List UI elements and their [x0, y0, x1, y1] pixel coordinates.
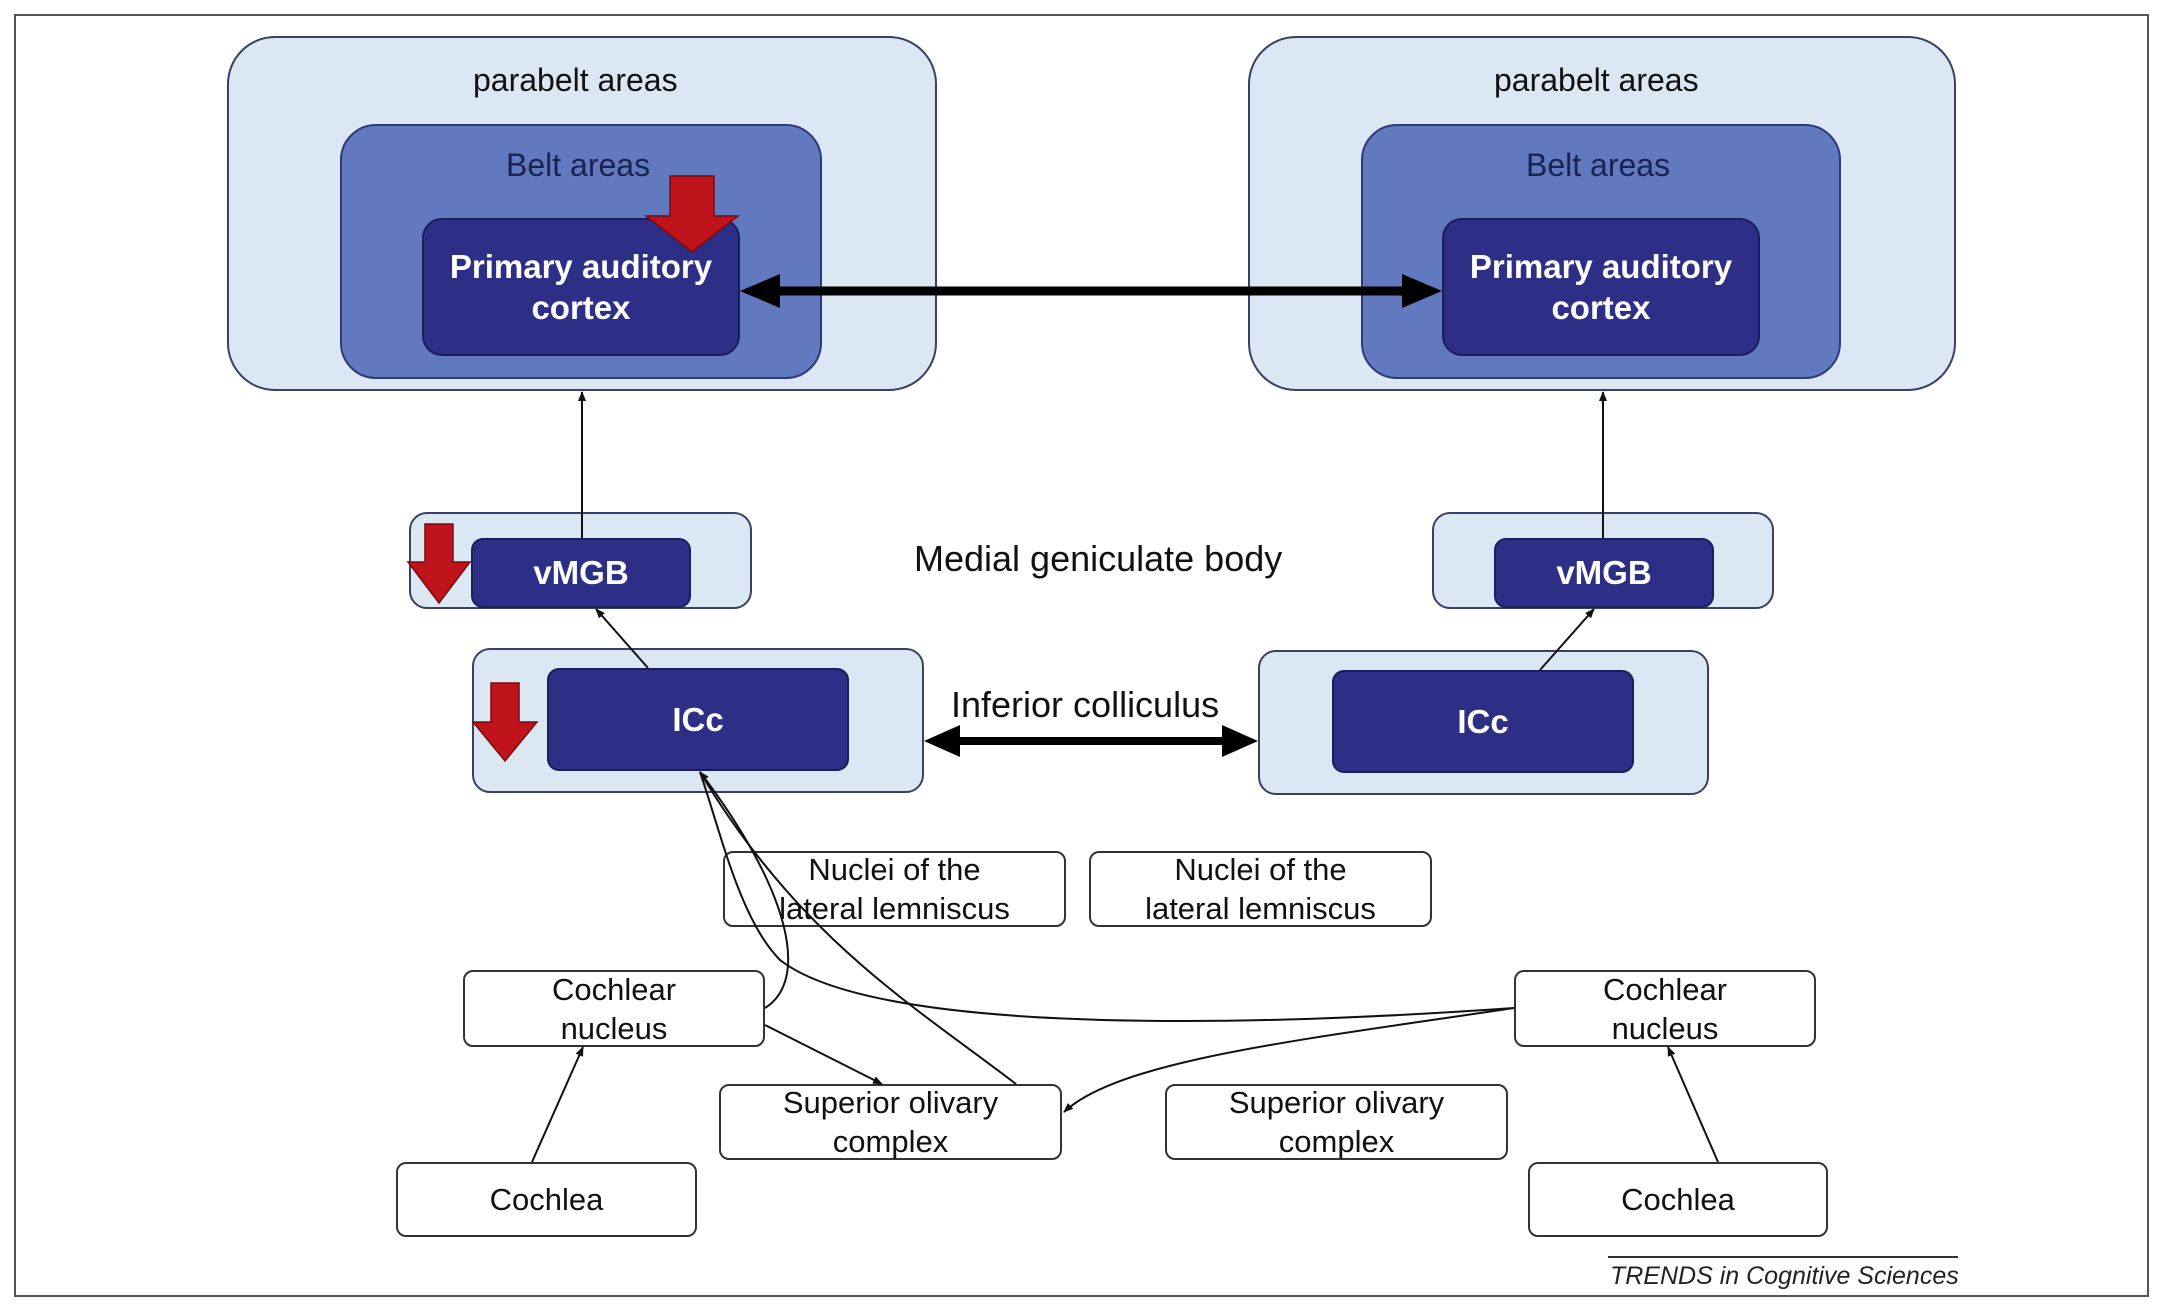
journal-credit: TRENDS in Cognitive Sciences — [1610, 1262, 1959, 1290]
left-primary-line2: cortex — [531, 289, 631, 326]
left-nll-line2: lateral lemniscus — [779, 891, 1010, 926]
left-vmgb: vMGB — [471, 538, 691, 608]
cortex-arrowhead-left — [740, 274, 780, 308]
red-down-arrow-icon — [471, 682, 539, 763]
left-soc-line1: Superior olivary — [782, 1085, 999, 1120]
right-primary-line1: Primary auditory — [1469, 248, 1733, 285]
medial-geniculate-body-label: Medial geniculate body — [914, 538, 1283, 579]
right-nll-line2: lateral lemniscus — [1145, 891, 1376, 926]
right-icc: ICc — [1332, 670, 1634, 773]
right-cn-to-left-soc-arrow — [1063, 1007, 1515, 1113]
right-nuclei-lateral-lemniscus: Nuclei of the lateral lemniscus — [1089, 851, 1432, 927]
right-cochlea-to-cn-arrow — [1667, 1046, 1719, 1163]
left-primary-line1: Primary auditory — [449, 248, 713, 285]
right-cochlea: Cochlea — [1528, 1162, 1828, 1237]
ic-arrowhead-left — [924, 725, 960, 757]
right-soc-line1: Superior olivary — [1228, 1085, 1445, 1120]
right-cn-to-left-icc-pathway — [699, 771, 1515, 1022]
left-cn-line1: Cochlear — [551, 971, 677, 1007]
right-vmgb: vMGB — [1494, 538, 1714, 608]
left-cn-line2: nucleus — [560, 1010, 668, 1046]
figure-frame — [14, 14, 2149, 1297]
right-belt-label: Belt areas — [1526, 147, 1671, 183]
left-cochlea: Cochlea — [396, 1162, 697, 1237]
credit-rule — [1608, 1256, 1958, 1258]
right-superior-olivary-complex: Superior olivary complex — [1165, 1084, 1508, 1160]
left-parabelt-label: parabelt areas — [473, 62, 678, 98]
right-nll-line1: Nuclei of the — [1174, 852, 1347, 887]
right-primary-auditory-cortex: Primary auditory cortex — [1442, 218, 1760, 356]
red-down-arrow-icon — [643, 175, 741, 253]
left-icc: ICc — [547, 668, 849, 771]
left-nll-line1: Nuclei of the — [808, 852, 981, 887]
right-cn-line2: nucleus — [1611, 1010, 1719, 1046]
right-primary-line2: cortex — [1551, 289, 1651, 326]
left-soc-line2: complex — [832, 1124, 949, 1159]
left-belt-label: Belt areas — [506, 147, 651, 183]
inferior-colliculus-label: Inferior colliculus — [951, 684, 1220, 725]
left-superior-olivary-complex: Superior olivary complex — [719, 1084, 1062, 1160]
left-icc-to-vmgb-arrow — [595, 608, 649, 669]
red-down-arrow-icon — [406, 523, 472, 605]
left-cn-to-left-soc-arrow — [764, 1024, 883, 1085]
left-nuclei-lateral-lemniscus: Nuclei of the lateral lemniscus — [723, 851, 1066, 927]
left-cn-to-icc-pathway — [699, 771, 790, 1009]
left-cochlea-to-cn-arrow — [531, 1046, 584, 1163]
cortex-arrowhead-right — [1402, 274, 1442, 308]
right-icc-to-vmgb-arrow — [1539, 608, 1595, 671]
ic-arrowhead-right — [1222, 725, 1258, 757]
right-parabelt-label: parabelt areas — [1494, 62, 1699, 98]
left-soc-to-icc-pathway — [699, 771, 1017, 1085]
right-cn-line1: Cochlear — [1602, 971, 1728, 1007]
right-soc-line2: complex — [1278, 1124, 1395, 1159]
